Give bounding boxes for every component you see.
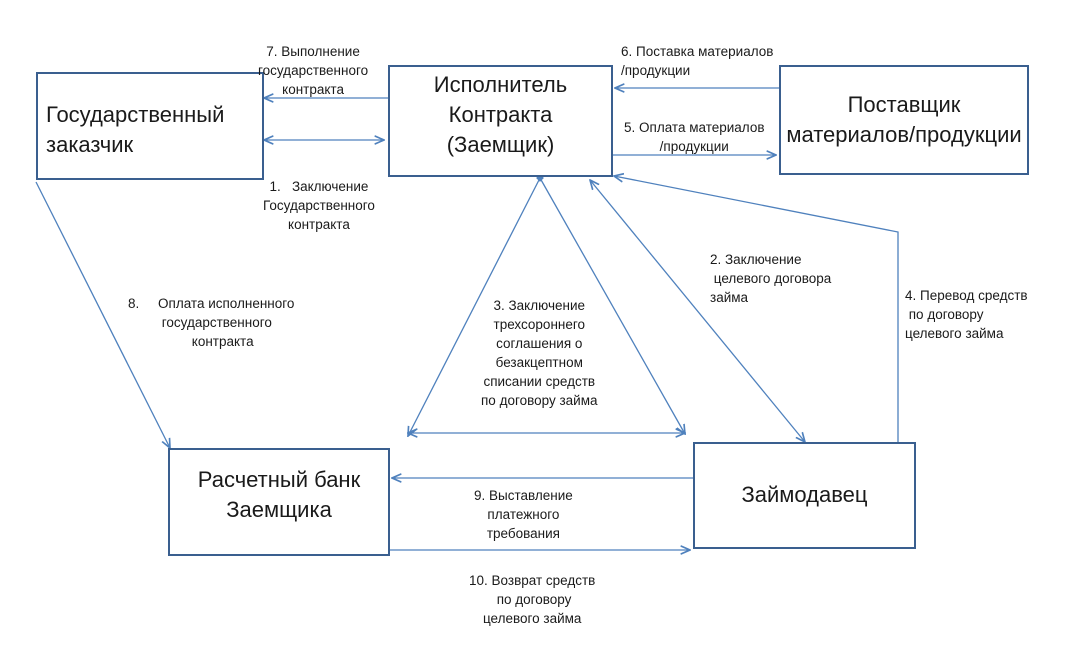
arrow-loan-agreement [590,180,805,442]
contractor-box [388,65,613,177]
supplier-box [779,65,1029,175]
arrow-funds-transfer [614,176,899,442]
step-9-label: 9. Выставление платежного требования [474,488,573,541]
step-8-label: 8. Оплата исполненного государственного … [128,296,295,349]
step-5-label: 5. Оплата материалов /продукции [624,120,765,154]
state-customer-box [36,72,264,180]
arrow-triangle-left [408,178,540,436]
arrow-contract-payment [35,181,170,448]
step-6-label: 6. Поставка материалов /продукции [621,44,774,78]
step-1-label: 1. Заключение Государственного контракта [263,179,375,232]
step-10-label: 10. Возврат средств по договору целевого… [469,573,596,626]
step-4-label: 4. Перевод средств по договору целевого … [905,288,1028,341]
step-3-label: 3. Заключение трехсороннего соглашения о… [481,298,598,408]
state-customer-label: Государственный заказчик [46,102,225,157]
bank-label: Расчетный банк Заемщика [197,467,361,522]
step-2-label: 2. Заключение целевого договора займа [710,252,832,305]
supplier-label: Поставщик материалов/продукции [786,92,1022,147]
step-7-label: 7. Выполнение государственного контракта [258,44,369,97]
contractor-label: Исполнитель Контракта (Заемщик) [433,72,568,157]
bank-box [168,448,390,556]
lender-label: Займодавец [741,482,868,507]
lender-box [693,442,916,549]
